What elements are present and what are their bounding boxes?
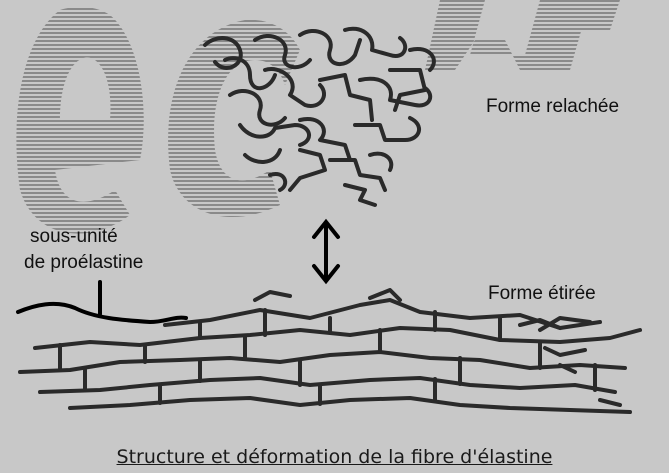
subunit-label-line2: de proélastine (24, 252, 143, 274)
stretched-form-label: Forme étirée (488, 283, 596, 305)
relaxed-form-label: Forme relachée (486, 96, 619, 118)
double-arrow (314, 222, 338, 281)
relaxed-fiber-network (205, 29, 434, 205)
proelastin-subunit (18, 282, 186, 322)
stretched-fiber-network (20, 290, 640, 412)
figure-caption: Structure et déformation de la fibre d'é… (0, 446, 669, 468)
subunit-label-line1: sous-unité (30, 226, 118, 248)
